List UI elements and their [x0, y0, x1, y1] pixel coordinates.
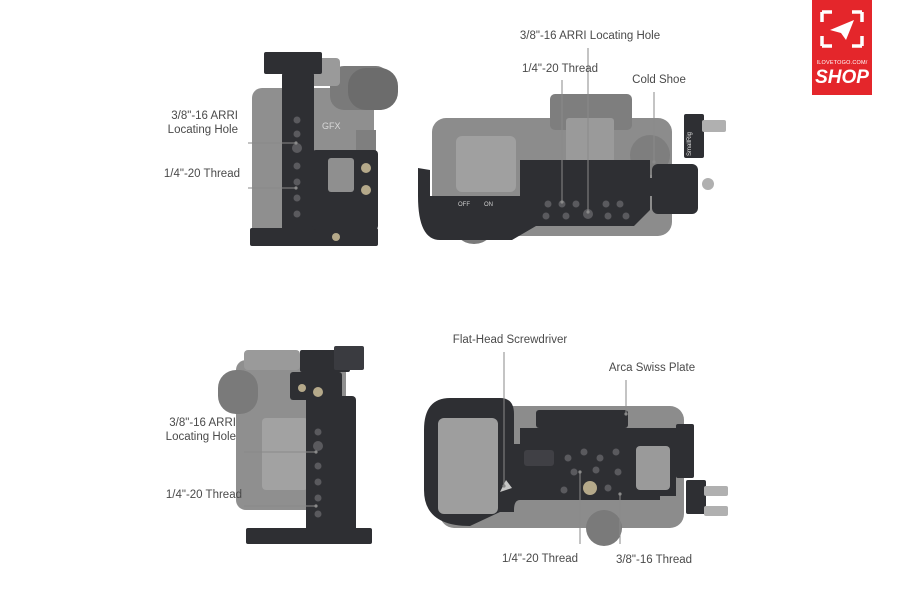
label-bottom-quarter-thread: 1/4"-20 Thread — [501, 553, 579, 565]
view-top-right: SmallRig OFF ON — [418, 94, 726, 244]
view-top-left: GFX — [250, 52, 398, 246]
label-flat-head-screwdriver: Flat-Head Screwdriver — [452, 334, 568, 346]
view-bottom-right — [424, 398, 728, 546]
label-top-right-thread: 1/4"-20 Thread — [521, 63, 599, 75]
on-mark: ON — [484, 202, 493, 208]
leader-lines — [244, 48, 656, 544]
label-top-left-thread: 1/4"-20 Thread — [163, 168, 240, 180]
logo-tagline: ILOVETOGO.COM/ — [816, 60, 868, 66]
off-mark: OFF — [458, 202, 470, 208]
logo-name: SHOP — [815, 67, 869, 88]
label-arca-swiss-plate: Arca Swiss Plate — [608, 362, 696, 374]
label-bottom-left-thread: 1/4"-20 Thread — [165, 489, 242, 501]
label-cold-shoe: Cold Shoe — [632, 74, 686, 86]
label-top-left-arri-hole: 3/8"-16 ARRI Locating Hole — [167, 110, 238, 136]
view-bottom-left — [218, 346, 372, 544]
shop-logo[interactable]: ILOVETOGO.COM/ SHOP — [812, 0, 872, 95]
label-bottom-left-arri-hole: 3/8"-16 ARRI Locating Hole — [165, 417, 236, 443]
paper-plane-icon — [820, 10, 864, 48]
cage-brand-mark: SmallRig — [687, 132, 693, 156]
label-top-right-arri-hole: 3/8"-16 ARRI Locating Hole — [519, 30, 661, 42]
camera-brand-mark: GFX — [322, 121, 341, 131]
label-bottom-three-eighths-thread: 3/8"-16 Thread — [615, 554, 693, 566]
